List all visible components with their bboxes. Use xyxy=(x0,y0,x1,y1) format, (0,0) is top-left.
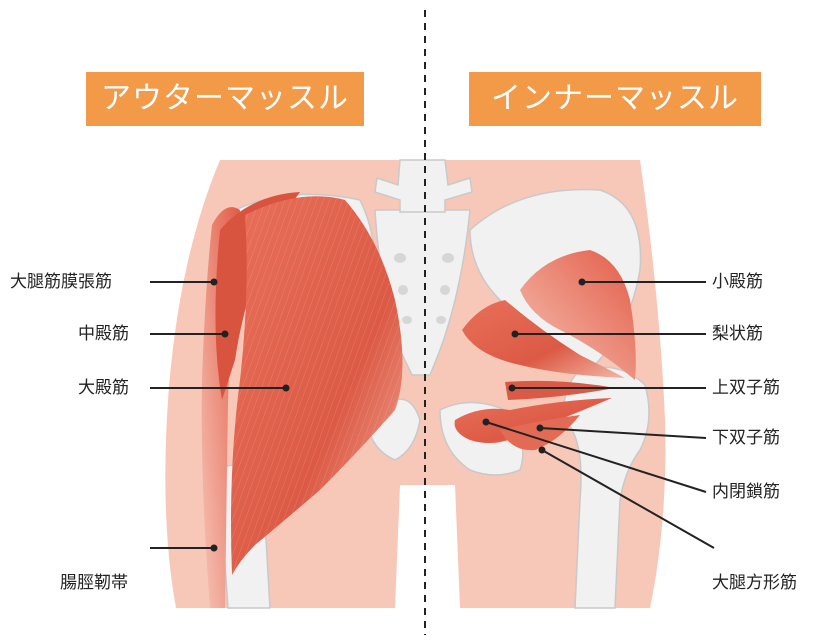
label-it-band: 腸脛靭帯 xyxy=(60,573,128,593)
label-gluteus-maximus: 大殿筋 xyxy=(78,378,129,398)
label-gemellus-superior: 上双子筋 xyxy=(712,378,780,398)
label-piriformis: 梨状筋 xyxy=(712,324,763,344)
label-gemellus-inferior: 下双子筋 xyxy=(712,428,780,448)
inner-muscles-heading: インナーマッスル xyxy=(469,72,761,126)
label-gluteus-minimus: 小殿筋 xyxy=(712,272,763,292)
label-quadratus-femoris: 大腿方形筋 xyxy=(712,573,797,593)
outer-muscles-heading: アウターマッスル xyxy=(86,72,364,126)
label-gluteus-medius: 中殿筋 xyxy=(78,324,129,344)
label-tfl: 大腿筋膜張筋 xyxy=(10,272,112,292)
label-obturator-internus: 内閉鎖筋 xyxy=(712,482,780,502)
